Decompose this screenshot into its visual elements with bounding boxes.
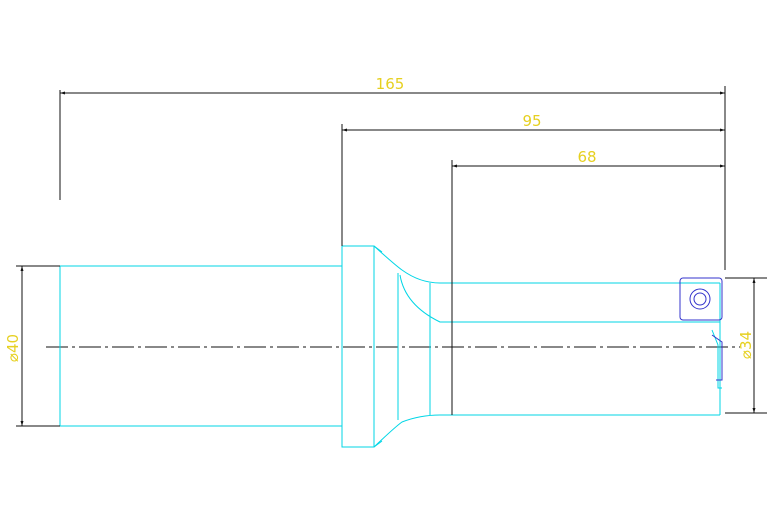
dim-flute-length-label: 68 [577,148,596,166]
dim-shank-diameter-label: ⌀40 [4,334,22,362]
flute-edge [399,274,720,323]
neck-transition [373,245,720,284]
dim-flange-to-tip-label: 95 [522,112,541,130]
dim-cutting-diameter-label: ⌀34 [737,331,755,359]
insert-body [679,277,723,321]
dim-flute-length: 68 [451,148,725,415]
dim-shank-diameter: ⌀40 [4,265,60,427]
dim-cutting-diameter: ⌀34 [725,277,767,414]
tool-body [59,245,722,448]
shank [59,265,343,427]
dim-overall-length: 165 [59,75,726,270]
dim-overall-length-label: 165 [376,75,405,93]
insert-screw-icon [689,288,711,310]
insert [679,277,723,381]
dim-flange-to-tip: 95 [341,112,725,246]
